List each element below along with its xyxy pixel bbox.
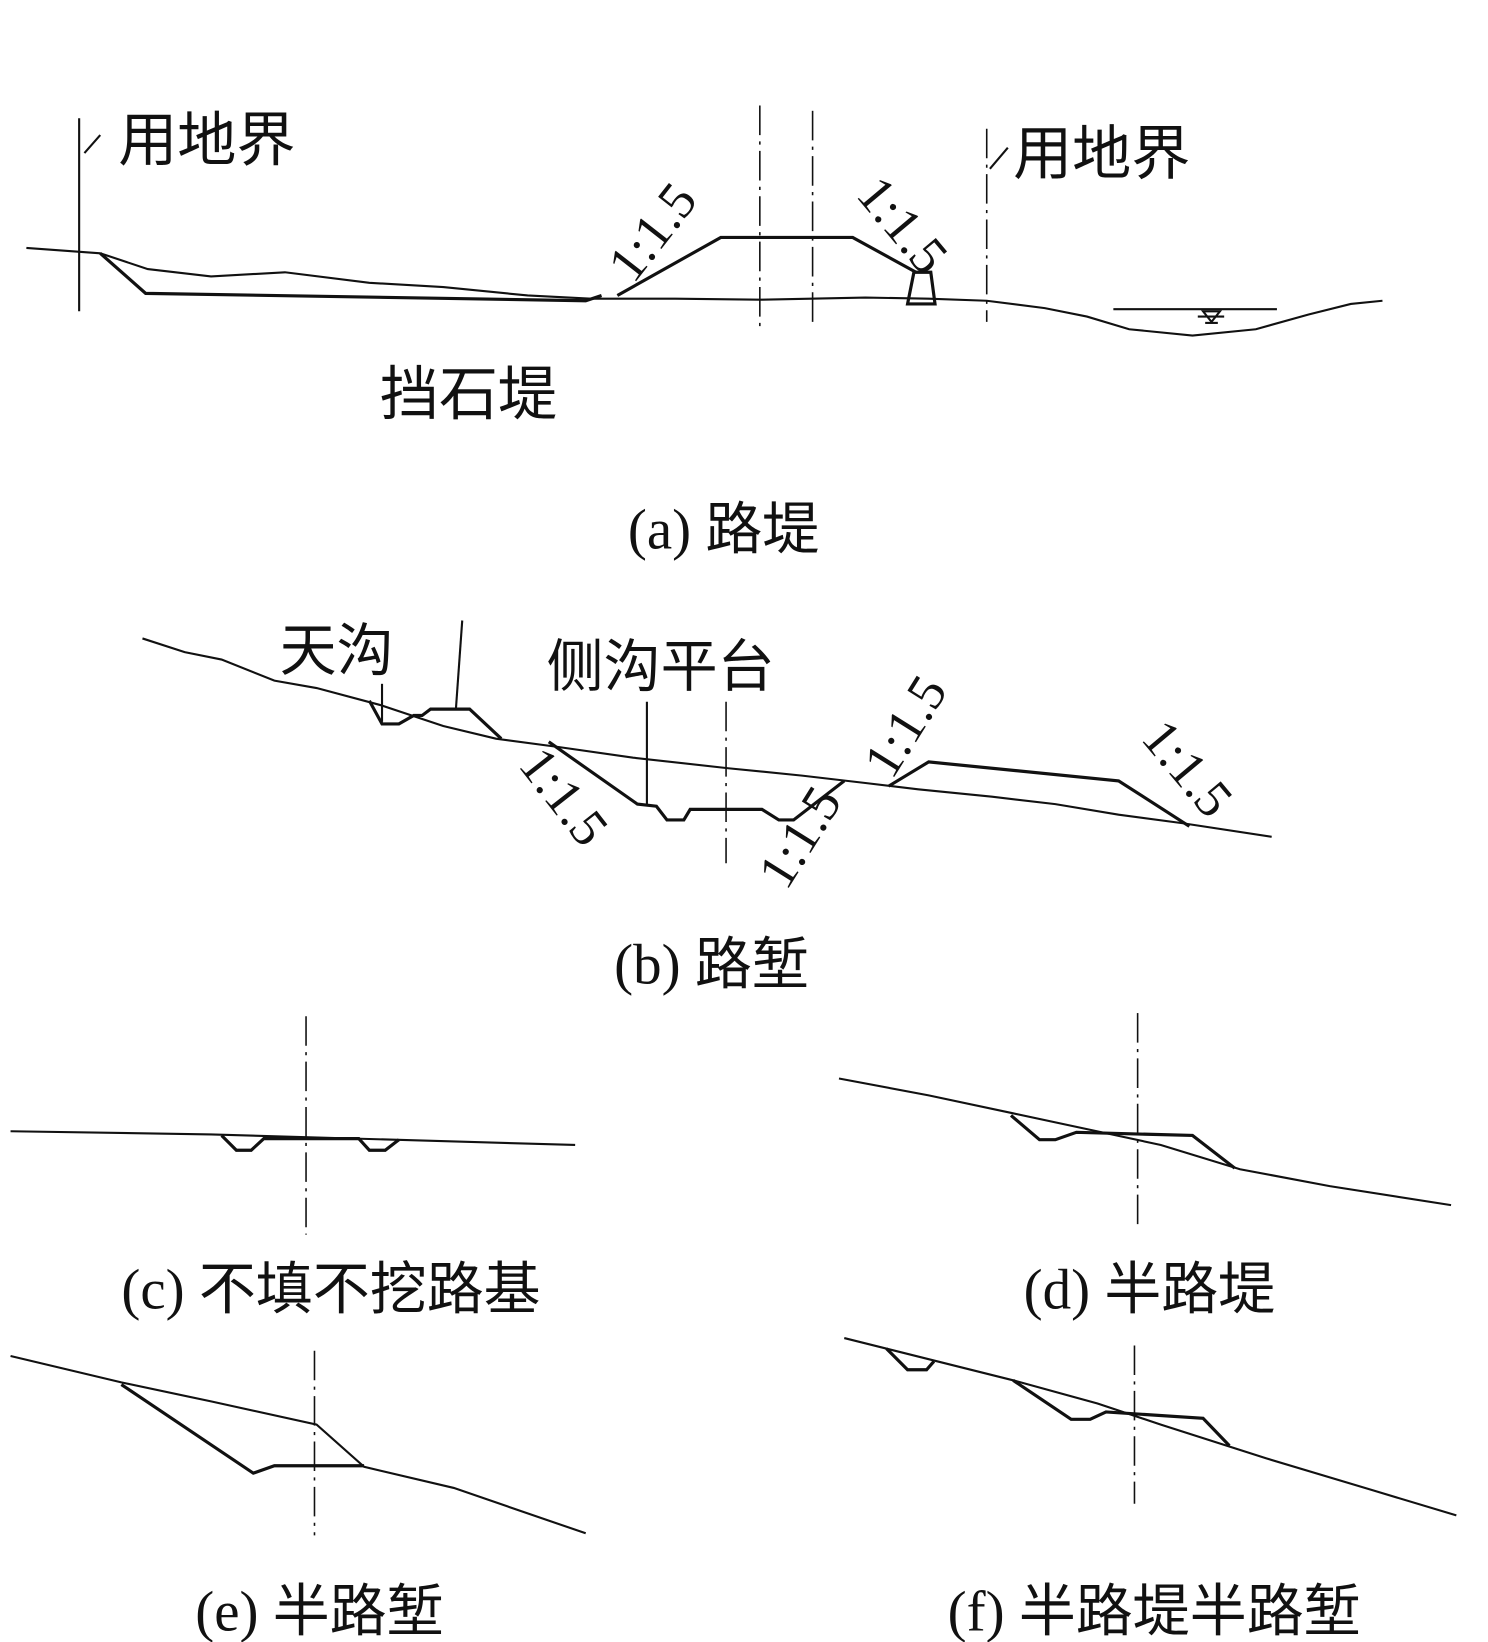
road-outline	[1009, 1114, 1236, 1170]
slope-label: 1:1.5	[1131, 709, 1244, 828]
panel-c-at-grade: (c) 不填不挖路基	[10, 1016, 576, 1322]
ground-line	[10, 1130, 576, 1147]
boundary-tick	[83, 134, 102, 154]
ground-line	[142, 637, 1272, 838]
ditch-leader-line	[454, 620, 464, 710]
ground-line	[10, 1354, 587, 1535]
slope-label: 1:1.5	[853, 666, 959, 787]
cut-outline	[120, 1383, 365, 1475]
ditch-outline	[885, 1347, 936, 1372]
intercepting-ditch	[367, 699, 503, 740]
panel-a-embankment: 用地界 用地界 1:1.5 1:1.5 挡石堤 (a) 路堤	[26, 105, 1383, 562]
land-boundary-right-label: 用地界	[1013, 119, 1190, 188]
caption-c: (c) 不填不挖路基	[121, 1259, 540, 1322]
land-boundary-left-label: 用地界	[118, 105, 295, 174]
road-outline	[1012, 1378, 1231, 1447]
borrow-ditch	[99, 252, 603, 303]
caption-b: (b) 路堑	[614, 934, 809, 997]
retaining-stone	[905, 270, 937, 306]
road-outline	[220, 1134, 400, 1152]
caption-e: (e) 半路堑	[195, 1580, 443, 1642]
ground-line	[838, 1077, 1452, 1207]
retaining-label: 挡石堤	[380, 360, 557, 429]
panel-d-half-embankment: (d) 半路堤	[838, 1013, 1452, 1322]
caption-d: (d) 半路堤	[1024, 1259, 1276, 1322]
slope-label: 1:1.5	[508, 737, 620, 857]
ground-line	[843, 1337, 1457, 1517]
slope-label: 1:1.5	[846, 166, 959, 285]
platform-label: 侧沟平台	[547, 634, 775, 700]
panel-e-half-cutting: (e) 半路堑	[10, 1350, 587, 1642]
panel-b-cutting: 天沟 侧沟平台 1:1.5 1:1.5 1:1.5 1:1.5 (b) 路堑	[142, 618, 1272, 997]
panel-f-half-fill-half-cut: (f) 半路堤半路堑	[843, 1337, 1457, 1642]
boundary-tick	[989, 147, 1009, 170]
ground-line	[26, 246, 1383, 337]
caption-f: (f) 半路堤半路堑	[948, 1580, 1361, 1642]
fill-outline	[887, 760, 1191, 828]
slope-label: 1:1.5	[597, 172, 709, 292]
slope-label: 1:1.5	[747, 777, 853, 898]
caption-a: (a) 路堤	[628, 499, 819, 562]
ditch-label: 天沟	[280, 618, 394, 684]
embankment-outline	[616, 235, 917, 297]
